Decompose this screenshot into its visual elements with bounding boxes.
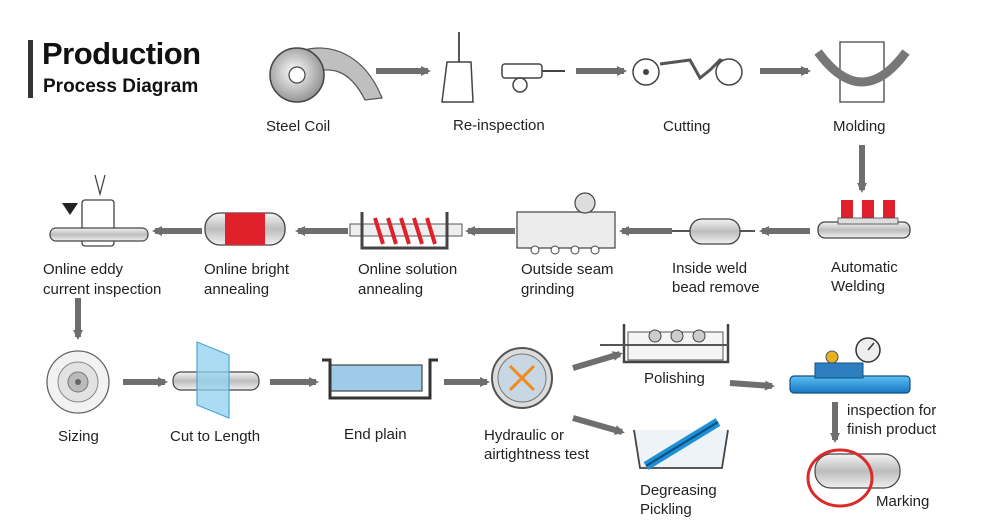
cut-to-length-icon: [172, 341, 260, 419]
hydraulic-test-icon: [491, 347, 553, 409]
outside-seam-grinding-icon: [516, 192, 616, 255]
label-eddy-current-2: current inspection: [43, 281, 162, 298]
label-inside-weld-2: bead remove: [672, 279, 760, 296]
arrow: [572, 351, 623, 371]
automatic-welding-icon: [817, 200, 911, 239]
degreasing-pickling-icon: [633, 418, 729, 470]
eddy-current-icon: [49, 174, 149, 247]
label-marking: Marking: [876, 493, 930, 510]
label-end-plain: End plain: [344, 426, 407, 443]
label-steel-coil: Steel Coil: [266, 118, 331, 135]
label-sizing: Sizing: [58, 428, 99, 445]
label-solution-annealing-1: Online solution: [358, 261, 458, 278]
label-pickling: Pickling: [640, 501, 692, 518]
label-cut-to-length: Cut to Length: [170, 428, 261, 445]
label-polishing: Polishing: [644, 370, 705, 387]
label-eddy-current-1: Online eddy: [43, 261, 124, 278]
label-solution-annealing-2: annealing: [358, 281, 424, 298]
diagram-subtitle: Process Diagram: [43, 76, 199, 97]
label-molding: Molding: [833, 118, 886, 135]
reinspection-icon: [441, 32, 565, 103]
title-accent-bar: [28, 40, 33, 98]
label-cutting: Cutting: [663, 118, 711, 135]
label-automatic-welding-1: Automatic: [831, 259, 898, 276]
marking-icon: [806, 448, 901, 508]
finish-inspection-icon: [789, 337, 911, 394]
label-hydraulic-1: Hydraulic or: [484, 427, 565, 444]
arrow: [572, 415, 625, 435]
solution-annealing-icon: [349, 212, 463, 250]
label-degreasing: Degreasing: [640, 482, 717, 499]
label-bright-annealing-2: annealing: [204, 281, 270, 298]
label-bright-annealing-1: Online bright: [204, 261, 290, 278]
label-hydraulic-2: airtightness test: [484, 446, 590, 463]
steel-coil-icon: [269, 47, 383, 103]
label-inside-weld-1: Inside weld: [672, 260, 748, 277]
sizing-icon: [46, 350, 110, 414]
label-automatic-welding-2: Welding: [831, 278, 885, 295]
end-plain-icon: [322, 358, 438, 400]
polishing-icon: [600, 324, 730, 364]
label-outside-seam-1: Outside seam: [521, 261, 614, 278]
diagram-title: Production: [42, 36, 201, 71]
inside-weld-bead-icon: [672, 218, 755, 245]
label-reinspection: Re-inspection: [453, 117, 545, 134]
molding-icon: [814, 41, 910, 103]
cutting-icon: [632, 58, 743, 86]
label-inspection-finish-2: finish product: [847, 421, 937, 438]
label-inspection-finish-1: inspection for: [847, 402, 937, 419]
label-outside-seam-2: grinding: [521, 281, 575, 298]
bright-annealing-icon: [204, 212, 286, 246]
arrow: [729, 380, 775, 391]
